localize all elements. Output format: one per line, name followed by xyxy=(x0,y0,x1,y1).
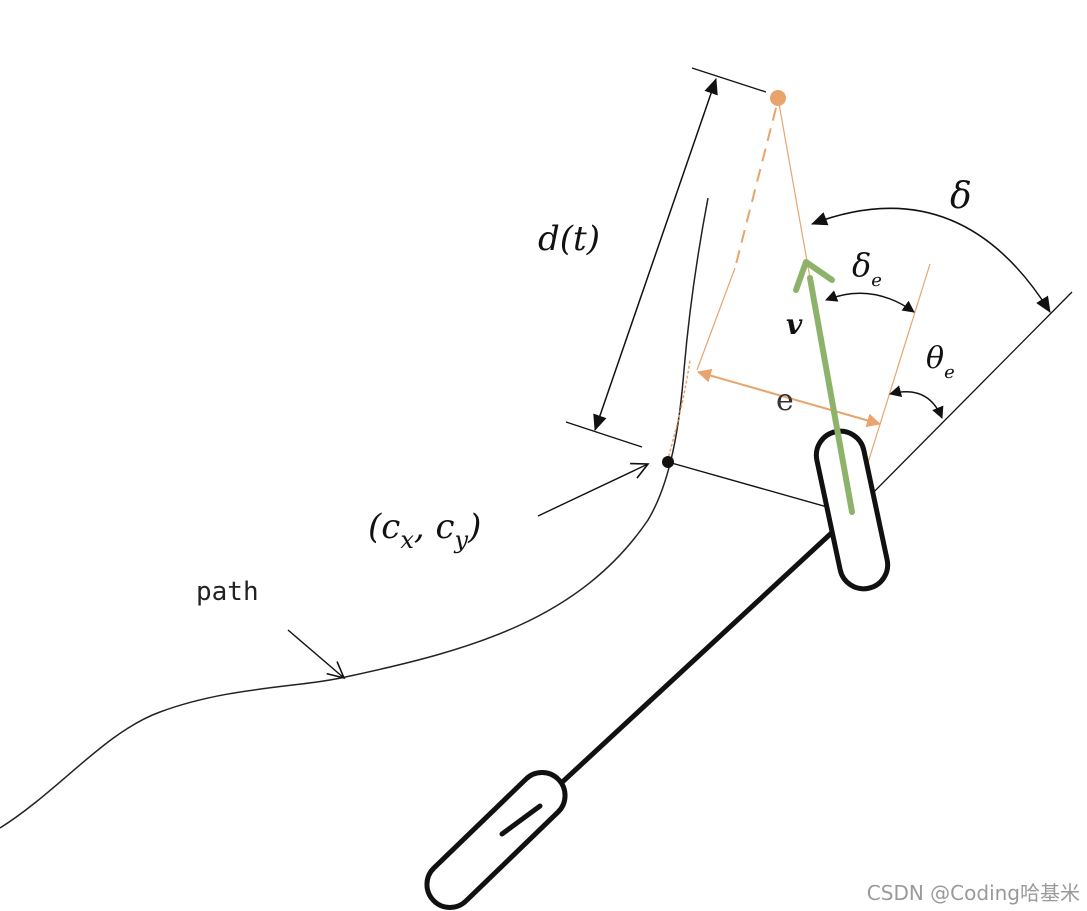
velocity-label: v xyxy=(786,308,803,341)
distance-label: d(t) xyxy=(538,219,600,259)
velocity-arrowhead xyxy=(793,259,835,293)
distance-extension-top xyxy=(691,67,767,93)
watermark: CSDN @Coding哈基米 xyxy=(867,881,1080,905)
delta-e-arc xyxy=(825,290,915,313)
rear-offset-line xyxy=(667,461,853,515)
theta-e-arc xyxy=(889,385,944,419)
error-arrow xyxy=(697,368,881,428)
position-label: (cx, cy) xyxy=(368,507,481,554)
path-label: path xyxy=(196,577,259,607)
tangent-reference-line xyxy=(851,291,1073,515)
delta-label: δ xyxy=(950,176,972,217)
path-near-segment xyxy=(665,359,691,467)
rear-axle-inner xyxy=(499,803,543,837)
distance-extension-bottom xyxy=(565,421,643,448)
delta-e-label: δe xyxy=(852,246,882,291)
theta-e-label: θe xyxy=(926,341,955,383)
path-curve xyxy=(0,197,709,829)
rear-wheel xyxy=(424,770,568,910)
error-label: e xyxy=(776,383,794,418)
position-pointer-arrow xyxy=(537,462,650,517)
path-label-arrow xyxy=(287,629,346,680)
distance-arrow xyxy=(593,78,718,431)
lookahead-thin-line xyxy=(696,267,736,371)
delta-arc xyxy=(811,207,1051,313)
velocity-vector xyxy=(807,275,855,515)
lookahead-dashed-line xyxy=(734,107,777,269)
